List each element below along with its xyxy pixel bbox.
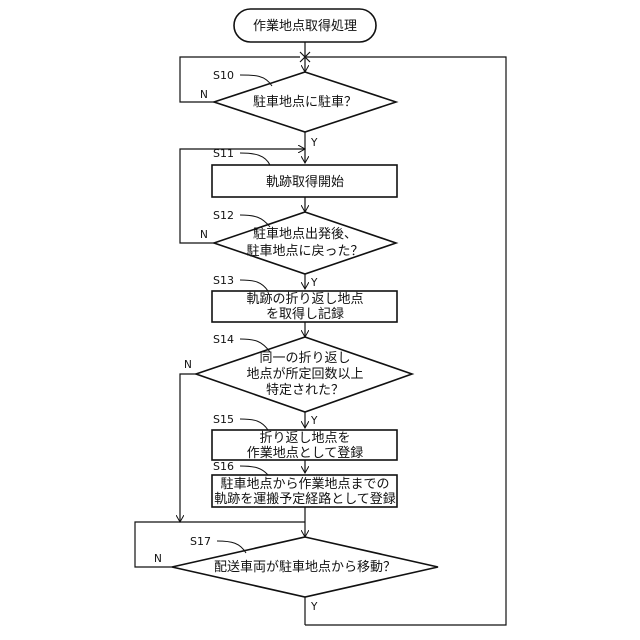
process-s13-line1: 軌跡の折り返し地点: [246, 291, 363, 307]
branch-s10-yes: Y: [310, 137, 318, 149]
process-s15-line2: 作業地点として登録: [247, 445, 364, 461]
leader-s11: [240, 153, 270, 165]
branch-s10-no: N: [200, 89, 208, 101]
branch-s17-yes: Y: [310, 601, 318, 613]
decision-s12-line2: 駐車地点に戻った？: [246, 244, 363, 259]
step-id-s13: S13: [213, 274, 234, 287]
process-s11-label: 軌跡取得開始: [266, 174, 344, 190]
step-id-s15: S15: [213, 413, 234, 426]
process-s16-line1: 駐車地点から作業地点までの: [220, 476, 389, 492]
decision-s12-line1: 駐車地点出発後、: [253, 227, 357, 242]
branch-s12-yes: Y: [310, 277, 318, 289]
decision-s14-line2: 地点が所定回数以上: [246, 367, 363, 382]
step-id-s16: S16: [213, 460, 234, 473]
step-id-s14: S14: [213, 333, 234, 346]
edge-s17-loop-to-start: [305, 57, 506, 625]
decision-s17-label: 配送車両が駐車地点から移動？: [214, 560, 396, 575]
leader-s16: [240, 466, 268, 475]
step-id-s11: S11: [213, 147, 234, 160]
start-terminal-label: 作業地点取得処理: [253, 18, 357, 34]
process-s15-line1: 折り返し地点を: [259, 431, 350, 446]
branch-s14-yes: Y: [310, 415, 318, 427]
decision-s10-label: 駐車地点に駐車？: [253, 95, 357, 110]
step-id-s17: S17: [190, 535, 211, 548]
process-s13-line2: を取得し記録: [266, 306, 344, 322]
branch-s12-no: N: [200, 229, 208, 241]
branch-s17-no: N: [154, 553, 162, 565]
decision-s14-line1: 同一の折り返し: [259, 351, 350, 366]
edge-s14-no-branch: [180, 374, 196, 522]
leader-s15: [240, 419, 268, 430]
process-s16-line2: 軌跡を運搬予定経路として登録: [214, 491, 396, 507]
decision-s12: [214, 212, 396, 274]
decision-s14-line3: 特定された？: [266, 383, 344, 398]
branch-s14-no: N: [184, 359, 192, 371]
leader-s13: [240, 280, 268, 291]
step-id-s12: S12: [213, 209, 234, 222]
step-id-s10: S10: [213, 69, 234, 82]
